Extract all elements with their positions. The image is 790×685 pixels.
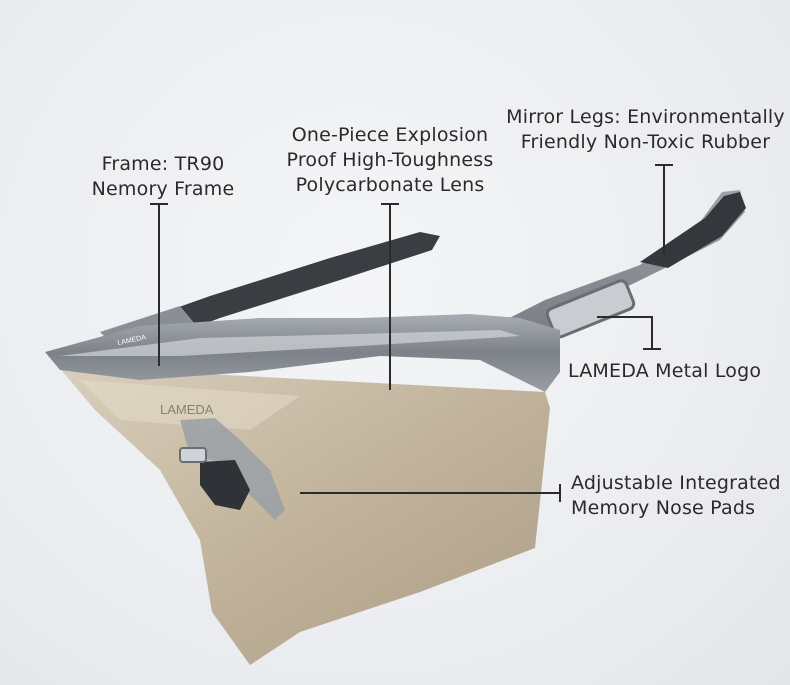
lens-callout-label: One-Piece Explosion Proof High-Toughness… xyxy=(270,123,510,198)
frame-callout-label: Frame: TR90 Nemory Frame xyxy=(83,152,243,202)
legs-callout-label: Mirror Legs: Environmentally Friendly No… xyxy=(503,105,788,155)
temple-logo-plate xyxy=(545,279,636,339)
temple-rubber xyxy=(640,192,746,268)
legs-callout-line1: Mirror Legs: Environmentally xyxy=(506,106,785,128)
logo-callout-horizontal xyxy=(597,316,652,318)
logo-callout-label: LAMEDA Metal Logo xyxy=(568,359,761,384)
frame-callout-line xyxy=(158,203,160,366)
nose-callout-line2: Memory Nose Pads xyxy=(571,497,756,519)
nose-callout-cap xyxy=(559,484,561,502)
lens-callout-line1: One-Piece Explosion xyxy=(291,124,489,146)
frame-brow-shine xyxy=(60,330,520,356)
lens-shape xyxy=(58,366,550,665)
frame-callout-cap xyxy=(150,203,168,205)
nose-callout-line xyxy=(300,492,560,494)
legs-callout-cap xyxy=(655,164,673,166)
left-temple-arm xyxy=(120,232,440,348)
lens-callout-line xyxy=(389,203,391,390)
lens-callout-line2: Proof High-Toughness xyxy=(286,149,494,171)
lens-brand-print: LAMEDA xyxy=(160,402,214,417)
frame-callout-line2: Nemory Frame xyxy=(91,178,235,200)
lens-callout-cap xyxy=(381,203,399,205)
legs-callout-line2: Friendly Non-Toxic Rubber xyxy=(520,131,771,153)
logo-callout-cap xyxy=(643,348,661,350)
legs-callout-line xyxy=(663,164,665,254)
nose-callout-label: Adjustable Integrated Memory Nose Pads xyxy=(571,471,781,521)
lens-callout-line3: Polycarbonate Lens xyxy=(295,174,485,196)
nose-pad xyxy=(200,460,250,510)
logo-callout-text: LAMEDA Metal Logo xyxy=(568,360,762,382)
frame-callout-line1: Frame: TR90 xyxy=(101,153,225,175)
lens-highlight xyxy=(80,380,300,430)
logo-callout-vertical xyxy=(651,316,653,349)
nose-callout-line1: Adjustable Integrated xyxy=(571,472,781,494)
nose-pad-clip xyxy=(179,447,207,463)
